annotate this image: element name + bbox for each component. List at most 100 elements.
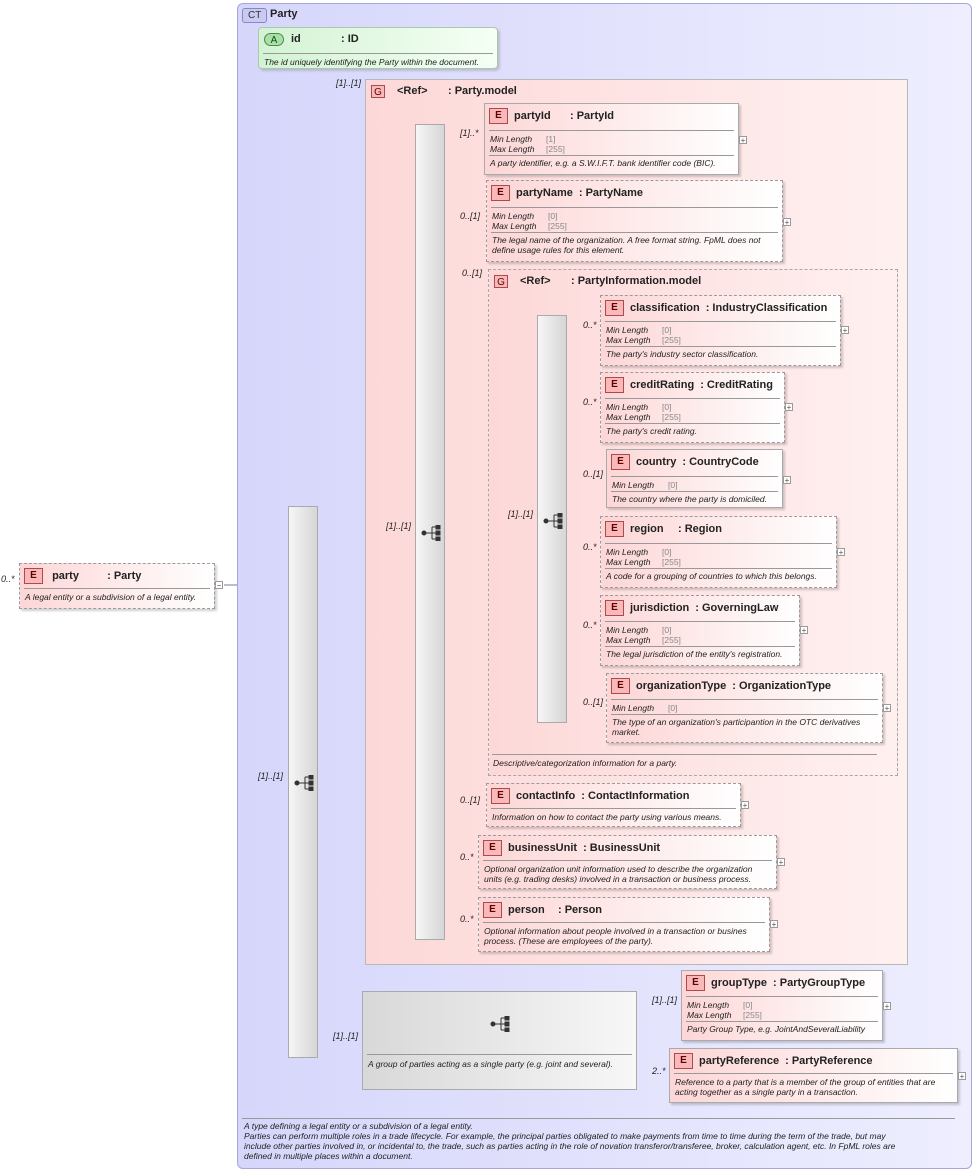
plus-box-icon[interactable]: + — [800, 626, 808, 635]
group-ref: <Ref> — [397, 85, 428, 97]
plus-box-icon[interactable]: + — [883, 704, 891, 713]
element-tag: E — [605, 300, 624, 316]
element-name: contactInfo — [516, 789, 576, 802]
attribute-id[interactable]: A id : ID The id uniquely identifying th… — [258, 27, 498, 69]
element-description: Reference to a party that is a member of… — [675, 1077, 936, 1097]
facet-max-length: Max Length[255] — [490, 144, 565, 154]
element-type: : OrganizationType — [732, 679, 832, 692]
group-name: : PartyInformation.model — [571, 275, 702, 287]
facet-max-length: Max Length[255] — [606, 412, 681, 422]
element-type: : PartyName — [578, 186, 644, 199]
annotation-line: defined in multiple places within a docu… — [244, 1151, 413, 1161]
element-tag: E — [605, 521, 624, 537]
annotation-line: Parties can perform multiple roles in a … — [244, 1131, 886, 1141]
element-name: organizationType — [636, 679, 727, 692]
element-party[interactable]: E party : Party A legal entity or a subd… — [19, 563, 215, 609]
sequence-icon — [490, 1016, 510, 1032]
annotation-line: include other parties involved in, or in… — [244, 1141, 896, 1151]
partyname-cardinality: 0..[1] — [460, 211, 481, 221]
element-type: : PartyId — [570, 109, 615, 122]
facet-min-length: Min Length[0] — [687, 1000, 753, 1010]
classification-cardinality: 0..* — [583, 320, 597, 330]
element-description: The party's industry sector classificati… — [606, 349, 759, 359]
complex-type-separator — [242, 1118, 955, 1119]
complex-type-tag: CT — [242, 8, 268, 23]
element-type: : CountryCode — [682, 455, 759, 468]
annotation-line: A type defining a legal entity or a subd… — [244, 1121, 473, 1131]
element-description: A party identifier, e.g. a S.W.I.F.T. ba… — [490, 158, 716, 168]
plus-box-icon[interactable]: + — [883, 1002, 891, 1011]
element-type: : GoverningLaw — [695, 601, 779, 614]
outer-sequence-bar — [288, 506, 318, 1058]
facet-max-length: Max Length[255] — [606, 335, 681, 345]
element-description: The legal jurisdiction of the entity's r… — [606, 649, 783, 659]
party-model-sequence-bar — [415, 124, 445, 940]
element-tag: E — [24, 568, 43, 584]
sequence-icon — [294, 775, 314, 791]
element-type: : ContactInformation — [581, 789, 690, 802]
element-name: partyName — [516, 186, 573, 199]
plus-box-icon[interactable]: + — [783, 218, 791, 227]
grouptype-cardinality: [1]..[1] — [652, 995, 678, 1005]
plus-box-icon[interactable]: + — [785, 403, 793, 412]
facet-min-length: Min Length[0] — [606, 325, 672, 335]
jurisdiction-cardinality: 0..* — [583, 620, 597, 630]
facet-min-length: Min Length[0] — [612, 703, 678, 713]
element-tag: E — [611, 454, 630, 470]
element-tag: E — [605, 377, 624, 393]
collapse-icon[interactable]: − — [215, 581, 223, 590]
plus-box-icon[interactable]: + — [783, 476, 791, 485]
element-type: : Region — [678, 522, 722, 535]
facet-min-length: Min Length[0] — [612, 480, 678, 490]
facet-min-length: Min Length[0] — [606, 547, 672, 557]
organizationtype-cardinality: 0..[1] — [583, 697, 604, 707]
facet-min-length: Min Length[1] — [490, 134, 556, 144]
creditrating-cardinality: 0..* — [583, 397, 597, 407]
facet-min-length: Min Length[0] — [606, 625, 672, 635]
party-model-seq-cardinality: [1]..[1] — [386, 521, 412, 531]
plus-box-icon[interactable]: + — [837, 548, 845, 557]
facet-min-length: Min Length[0] — [492, 211, 558, 221]
plus-box-icon[interactable]: + — [741, 801, 749, 810]
element-description: The country where the party is domiciled… — [612, 494, 767, 504]
element-type: : CreditRating — [700, 378, 773, 391]
party-info-seq-cardinality: [1]..[1] — [508, 509, 534, 519]
plus-box-icon[interactable]: + — [777, 858, 785, 867]
facet-max-length: Max Length[255] — [492, 221, 567, 231]
plus-box-icon[interactable]: + — [958, 1072, 966, 1081]
element-description: Optional information about people involv… — [484, 926, 747, 946]
plus-box-icon[interactable]: + — [739, 136, 747, 145]
plus-box-icon[interactable]: + — [841, 326, 849, 335]
attribute-name: id — [291, 33, 301, 45]
element-description: A code for a grouping of countries to wh… — [606, 571, 817, 581]
sequence-icon — [543, 513, 563, 529]
element-tag: E — [605, 600, 624, 616]
region-cardinality: 0..* — [583, 542, 597, 552]
plus-box-icon[interactable]: + — [770, 920, 778, 929]
element-name: partyReference — [699, 1054, 780, 1067]
element-title: E party : Party — [24, 568, 141, 584]
element-tag: E — [483, 902, 502, 918]
element-type: : Party — [107, 569, 142, 582]
businessunit-cardinality: 0..* — [460, 852, 474, 862]
choice-group-cardinality: [1]..[1] — [333, 1031, 359, 1041]
sequence-party-group[interactable]: A group of parties acting as a single pa… — [362, 991, 637, 1090]
element-description: Party Group Type, e.g. JointAndSeveralLi… — [687, 1024, 865, 1034]
facet-min-length: Min Length[0] — [606, 402, 672, 412]
group-tag: G — [494, 275, 508, 288]
attribute-tag: A — [264, 33, 284, 46]
complex-type-annotation: A type defining a legal entity or a subd… — [244, 1121, 959, 1161]
